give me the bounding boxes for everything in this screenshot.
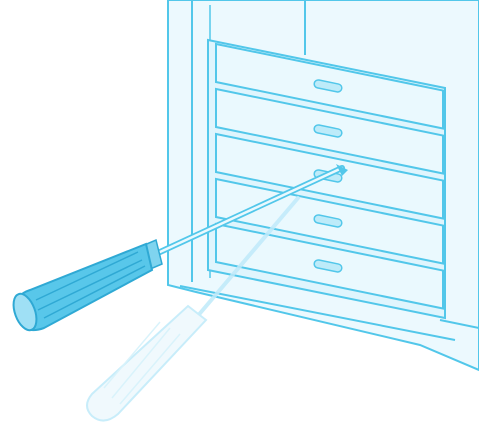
ghost-handle	[87, 306, 206, 421]
